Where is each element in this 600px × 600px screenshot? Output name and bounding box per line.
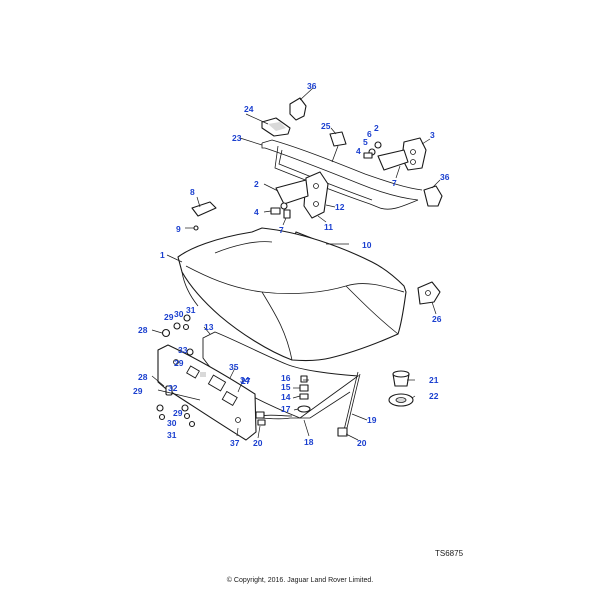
callout-5: 5 <box>363 137 368 147</box>
callout-29-middle: 29 <box>174 358 184 368</box>
callout-24: 24 <box>244 104 254 114</box>
part-3-right-hinge <box>377 137 427 171</box>
callout-4-right: 4 <box>356 146 361 156</box>
callout-18: 18 <box>304 437 314 447</box>
part-23-torsion-frame <box>261 139 423 210</box>
callout-33: 33 <box>178 345 188 355</box>
callout-25: 25 <box>321 121 331 131</box>
callout-13: 13 <box>204 322 214 332</box>
callout-29-left: 29 <box>133 386 143 396</box>
part-18-19-rods <box>255 371 361 437</box>
callout-29-upper: 29 <box>164 312 174 322</box>
part-36-upper-bracket <box>289 97 307 121</box>
callout-23: 23 <box>232 133 242 143</box>
callout-36-upper: 36 <box>307 81 317 91</box>
callout-31-upper: 31 <box>186 305 196 315</box>
callout-21: 21 <box>429 375 439 385</box>
callout-15: 15 <box>281 382 291 392</box>
callout-34: 34 <box>240 375 250 385</box>
callout-31-lower: 31 <box>167 430 177 440</box>
callout-30-upper: 30 <box>174 309 184 319</box>
callout-9: 9 <box>176 224 181 234</box>
leader-lines <box>151 87 441 441</box>
callout-7-right: 7 <box>392 178 397 188</box>
callout-22: 22 <box>429 391 439 401</box>
part-21-22-bump-stop <box>388 370 414 407</box>
callout-12: 12 <box>335 202 345 212</box>
callout-2-upper: 2 <box>374 123 379 133</box>
callout-29-lower: 29 <box>173 408 183 418</box>
part-26-bracket <box>417 281 441 305</box>
part-37-lock-panel <box>157 344 257 441</box>
part-25-buffer <box>329 131 347 163</box>
part-12-left-hinge <box>275 171 329 219</box>
part-1-boot-lid <box>177 227 407 362</box>
callout-3: 3 <box>430 130 435 140</box>
drawing-reference-code: TS6875 <box>435 549 464 558</box>
part-24-bracket <box>261 117 291 137</box>
left-fasteners-group <box>156 314 201 428</box>
part-36-right-bracket <box>423 185 443 207</box>
callout-14: 14 <box>281 392 291 402</box>
callout-28-upper: 28 <box>138 325 148 335</box>
callout-32: 32 <box>168 383 178 393</box>
callout-16: 16 <box>281 373 291 383</box>
part-20-clips <box>257 419 266 426</box>
callout-2-lower: 2 <box>254 179 259 189</box>
part-9-clip <box>193 225 199 231</box>
copyright-notice: © Copyright, 2016. Jaguar Land Rover Lim… <box>226 577 374 584</box>
callout-27: 27 <box>241 376 251 386</box>
callout-7-left: 7 <box>279 225 284 235</box>
callout-19: 19 <box>367 415 377 425</box>
callout-17: 17 <box>281 404 291 414</box>
callout-20-left: 20 <box>253 438 263 448</box>
left-hinge-fasteners <box>270 202 291 219</box>
part-8-plate <box>191 201 217 217</box>
right-hinge-fasteners <box>363 141 382 159</box>
callout-26: 26 <box>432 314 442 324</box>
callout-10: 10 <box>362 240 372 250</box>
callout-labels: 1 2 2 3 4 4 5 6 7 7 8 9 10 11 12 13 14 1… <box>133 81 450 448</box>
callout-8: 8 <box>190 187 195 197</box>
callout-28-lower: 28 <box>138 372 148 382</box>
callout-11: 11 <box>324 222 333 232</box>
callout-4-left: 4 <box>254 207 259 217</box>
callout-1: 1 <box>160 250 165 260</box>
callout-30-lower: 30 <box>167 418 177 428</box>
callout-6: 6 <box>367 129 372 139</box>
callout-35: 35 <box>229 362 239 372</box>
callout-37: 37 <box>230 438 240 448</box>
callout-20-right: 20 <box>357 438 367 448</box>
callout-36-right: 36 <box>440 172 450 182</box>
